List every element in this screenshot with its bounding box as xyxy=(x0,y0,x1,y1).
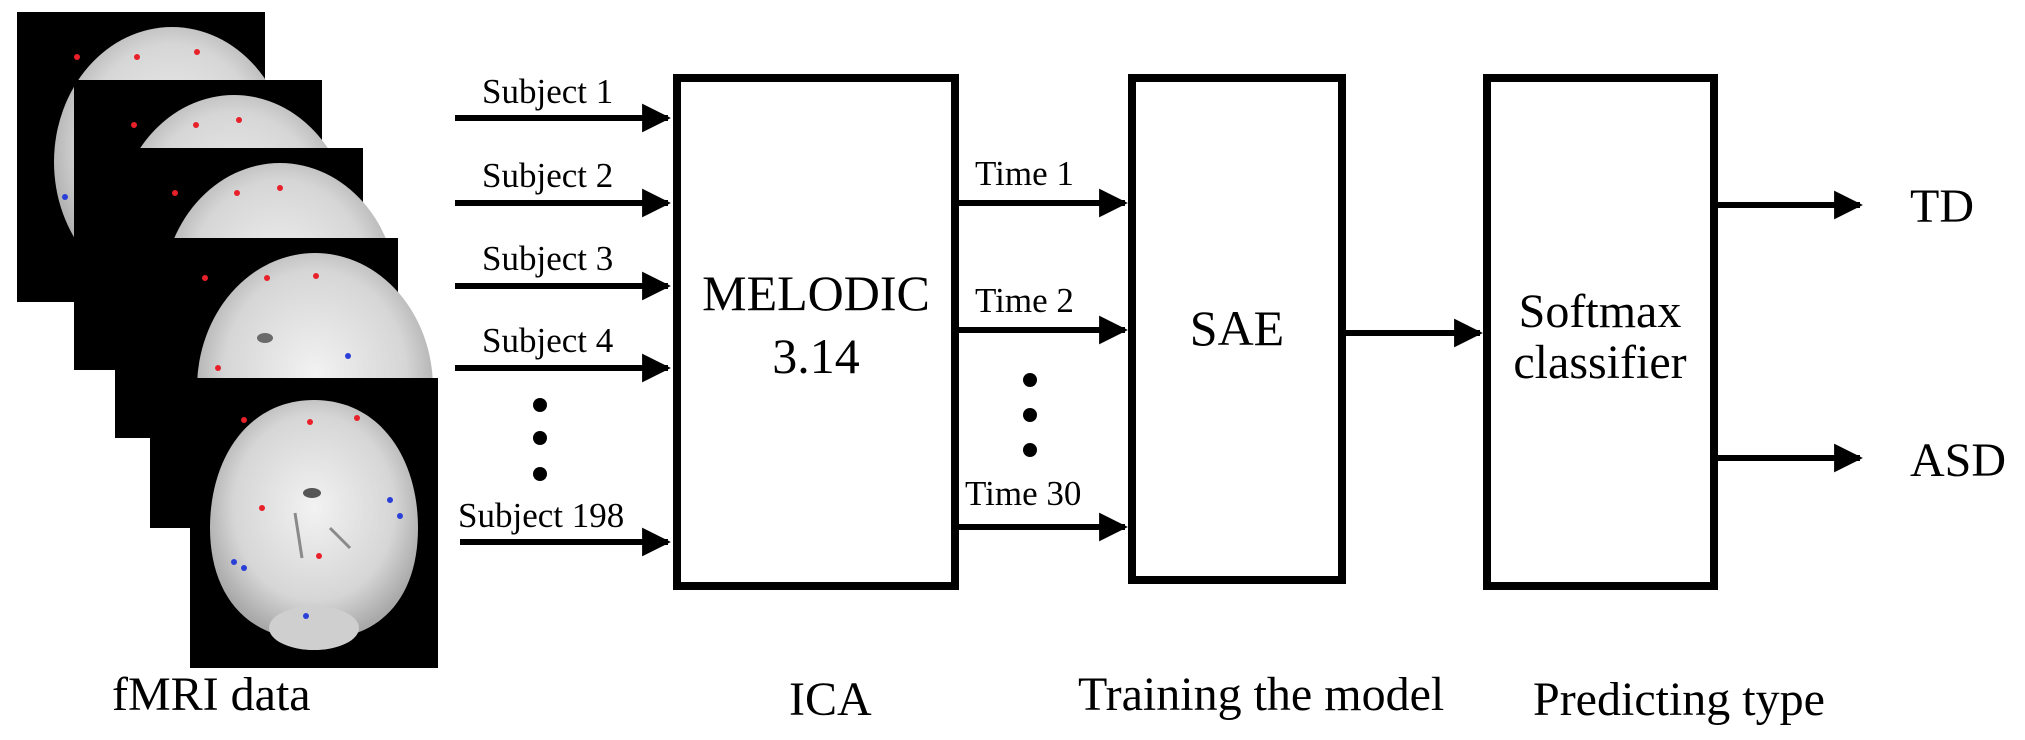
ica-box-line2: 3.14 xyxy=(772,328,860,384)
caption-training: Training the model xyxy=(1078,668,1444,721)
time-label-1: Time 1 xyxy=(975,154,1074,193)
subject-label-1: Subject 1 xyxy=(482,72,613,111)
time-outputs: Time 1 Time 2 Time 30 xyxy=(957,154,1128,542)
ellipsis-dot xyxy=(1023,408,1037,422)
output-label-asd: ASD xyxy=(1910,434,2006,487)
sae-box: SAE xyxy=(1128,74,1346,584)
prediction-outputs: TD ASD xyxy=(1716,180,2006,487)
ellipsis-dot xyxy=(533,467,547,481)
ellipsis-dot xyxy=(533,398,547,412)
ellipsis-dot xyxy=(1023,443,1037,457)
fmri-scan-front xyxy=(190,378,438,668)
subject-label-4: Subject 4 xyxy=(482,321,613,360)
time-label-30: Time 30 xyxy=(965,474,1081,513)
sae-box-label: SAE xyxy=(1190,300,1284,356)
caption-ica: ICA xyxy=(789,673,872,726)
stage-captions: fMRI data ICA Training the model Predict… xyxy=(112,668,1825,726)
subject-label-198: Subject 198 xyxy=(458,496,624,535)
time-label-2: Time 2 xyxy=(975,281,1074,320)
subject-inputs: Subject 1 Subject 2 Subject 3 Subject 4 … xyxy=(455,72,671,557)
subject-label-2: Subject 2 xyxy=(482,156,613,195)
ica-box: MELODIC 3.14 xyxy=(673,74,959,590)
ica-box-line1: MELODIC xyxy=(702,265,930,321)
softmax-box: Softmax classifier xyxy=(1483,74,1718,590)
softmax-box-line2: classifier xyxy=(1513,336,1686,389)
caption-fmri: fMRI data xyxy=(112,668,311,721)
ellipsis-dot xyxy=(533,431,547,445)
ellipsis-dot xyxy=(1023,373,1037,387)
caption-predicting: Predicting type xyxy=(1533,673,1825,726)
softmax-box-line1: Softmax xyxy=(1519,285,1682,338)
output-label-td: TD xyxy=(1910,180,1974,233)
fmri-stack xyxy=(17,12,438,668)
subject-label-3: Subject 3 xyxy=(482,239,613,278)
